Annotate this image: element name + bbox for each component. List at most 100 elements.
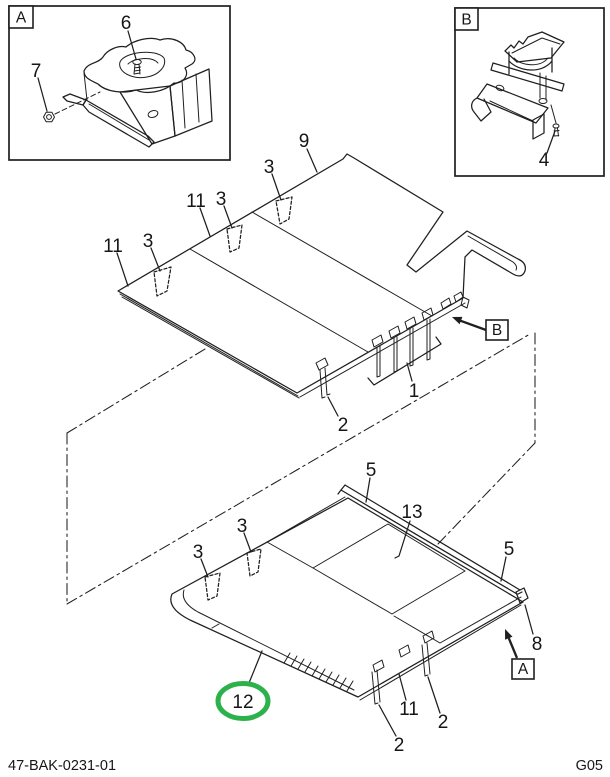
rail-end-cap-part-8 [515,587,529,604]
rail-part-5 [337,484,529,604]
bracket-b-base-plate [476,83,549,124]
callout-6-label: 6 [121,13,132,34]
phantom-line-upper [66,348,206,434]
ref-b-label: B [492,322,502,339]
callout-9-label: 9 [299,131,310,152]
callout-2-leader [427,676,441,714]
inset-detail-b: B 4 [454,7,605,177]
callout-3-leader [271,173,282,201]
callout-5-leader [365,477,371,503]
upper-panel-seams [189,211,433,353]
bracket-a-tab [62,93,87,106]
upper-panel-part-9: 1 2 11 3 11 3 3 9 B [103,131,526,436]
bracket-b-top-plate-inner [511,37,561,54]
inset-a-label: A [16,10,27,27]
nut-7-body [43,111,55,123]
upper-panel-left-thickness [119,293,300,399]
clip-2-prongs [421,642,431,677]
bracket-a-hole [147,110,159,118]
edge-tabs [372,630,435,673]
ref-b-arrow-line [459,319,487,332]
lower-panel-right-thickness [359,604,522,701]
edge-tabs [440,291,470,310]
ref-a-label: A [518,661,529,678]
clip-part-3 [226,224,243,253]
bracket-b-bottom-edge [489,100,534,122]
callout-13-label: 13 [401,502,422,523]
bracket-b-base-hole [495,84,505,92]
callout-4-label: 4 [539,150,550,171]
callout-3-label: 3 [216,189,227,210]
inset-b-label: B [461,12,471,29]
callout-1-leader [406,362,413,382]
callout-5-leader [500,556,507,582]
ref-b-pointer: B [452,316,509,341]
nut-7-hole [46,114,52,120]
callout-3-label: 3 [237,516,248,537]
bracket-b-channel-curve [508,60,553,71]
clip-2-prongs [371,669,381,705]
bracket-a-side-face [169,68,213,137]
phantom-line-lower-right [436,442,536,546]
callout-3-leader [150,247,161,272]
rail-lines [337,484,521,595]
bracket-b-web [539,72,547,101]
pin [421,307,434,361]
inset-detail-a: A 6 7 [8,5,231,161]
ref-a-arrow-line [507,637,519,659]
callout-6-leader [127,30,137,60]
screw-4-head [552,123,560,129]
pins-part-1 [371,291,470,378]
callout-5-label: 5 [504,539,515,560]
bracket-b-channel-sides [508,47,553,75]
clip-part-3 [246,548,262,577]
rolled-edge-hatching [211,623,354,692]
callout-2-leader [327,396,339,417]
nut-part-7 [43,111,55,123]
bracket-a-saddle-edge [83,72,88,101]
ref-a-pointer: A [505,629,535,680]
bracket-drawing-b [470,31,565,140]
pin [404,316,417,367]
bracket-a-saddle-plate [83,37,196,93]
callout-12-label: 12 [232,692,253,713]
phantom-projection-lines [66,332,536,605]
callout-11-leader [116,252,129,287]
ref-b-box [485,319,509,341]
callout-4-leader [546,130,556,154]
ref-a-box [511,658,535,680]
bracket-a-recess-inner [127,58,159,65]
callout-9-leader [306,148,318,173]
callout-8-label: 8 [532,634,543,655]
callout-3-label: 3 [143,231,154,252]
inset-b-border [454,7,605,177]
bracket-a-recess [119,51,166,79]
footer: 47-BAK-0231-01 G05 [8,758,603,774]
clip-2-shape [315,357,331,399]
bracket-a-front-face [119,85,176,145]
callout-3-leader [200,558,209,578]
bracket-b-cross-bar [490,62,565,92]
clip-part-2 [315,357,331,399]
edge-clips-part-2 [371,630,435,705]
callout-2-leader [378,704,397,737]
callout-8-leader [524,604,534,635]
highlighted-callout-12: 12 [215,650,271,721]
inset-a-border [8,5,231,161]
ref-a-arrowhead [505,629,513,640]
callout-11-leader [398,673,407,701]
callout-3-label: 3 [264,157,275,178]
callout-7-leader [37,77,48,112]
inset-b-label-box [454,7,479,31]
callout-11-label: 11 [186,191,206,212]
callout-11-leader [199,207,211,237]
lower-panel-rolled-edge [182,589,355,691]
screw-part-6 [132,58,142,75]
upper-panel-outline [117,153,526,394]
screw-6-head [132,58,142,66]
callout-3-leader [243,532,252,553]
callout-12-leader [248,650,263,684]
lower-panel-part-12: 3 3 5 5 13 8 11 2 2 A [170,460,543,756]
callout-13-leader [394,520,411,559]
bracket-drawing-a [62,37,213,148]
